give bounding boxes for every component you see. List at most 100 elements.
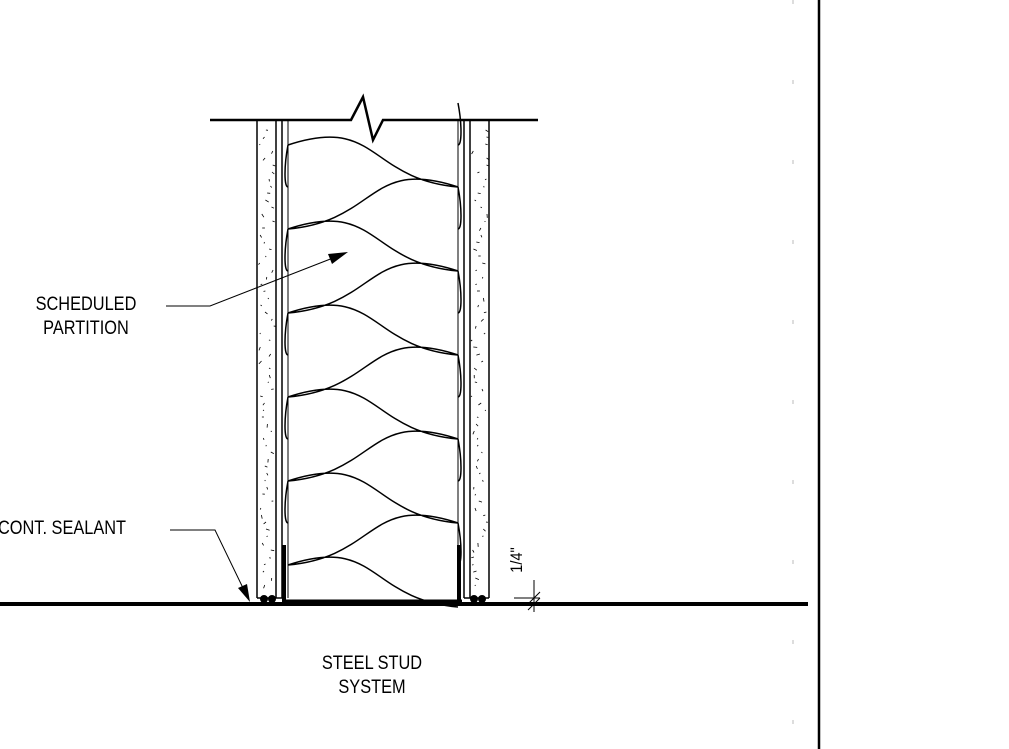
gypsum-speckle (480, 234, 483, 238)
gypsum-speckle (270, 185, 273, 188)
gypsum-speckle (476, 437, 479, 440)
gypsum-speckle (262, 136, 265, 140)
gypsum-speckle (262, 570, 265, 573)
gypsum-speckle (483, 311, 487, 314)
insulation-bulge (457, 438, 462, 482)
gypsum-speckle (260, 283, 263, 286)
gypsum-speckle (261, 542, 264, 546)
gypsum-speckle (475, 423, 479, 427)
gypsum-speckle (486, 164, 489, 167)
gypsum-speckle (482, 262, 486, 265)
gypsum-speckle (470, 339, 473, 342)
insulation-bulge (284, 144, 289, 188)
gypsum-speckle (261, 213, 265, 218)
gypsum-speckle (477, 171, 480, 174)
gypsum-speckle (258, 262, 261, 265)
gap-dimension (514, 580, 541, 612)
gypsum-speckle (478, 500, 483, 503)
insulation-bulge (284, 228, 289, 272)
gypsum-speckle (484, 178, 487, 181)
gypsum-speckle (266, 486, 269, 490)
gypsum-speckle (482, 479, 484, 482)
gypsum-speckle (475, 577, 480, 580)
gypsum-speckle (260, 395, 263, 398)
gypsum-speckle (263, 584, 266, 589)
gypsum-speckle (481, 360, 484, 363)
gypsum-speckle (271, 150, 274, 154)
gypsum-speckle (474, 584, 476, 587)
gypsum-speckle (477, 192, 481, 194)
left-gypsum-board (256, 120, 283, 598)
gypsum-speckle (476, 444, 479, 447)
gypsum-speckle (267, 297, 270, 300)
gypsum-speckle (480, 206, 483, 209)
gypsum-speckle (268, 367, 271, 370)
gypsum-speckle (261, 514, 263, 519)
gypsum-speckle (476, 416, 479, 418)
gypsum-speckle (270, 430, 273, 433)
gypsum-speckle (472, 563, 474, 566)
gypsum-speckle (470, 395, 473, 398)
gypsum-speckle (473, 570, 477, 573)
insulation-bulge (457, 270, 462, 314)
gypsum-speckle (259, 332, 261, 335)
gypsum-speckle (483, 528, 486, 532)
gypsum-speckle (471, 556, 475, 559)
gypsum-speckle (263, 437, 265, 441)
insulation-bulge (284, 480, 289, 524)
gypsum-speckle (475, 465, 478, 470)
gypsum-speckle (475, 283, 477, 286)
steel-label-line2: SYSTEM (338, 677, 406, 698)
gypsum-speckle (264, 311, 268, 315)
gypsum-speckle (476, 241, 480, 243)
gypsum-speckle (270, 549, 275, 552)
gypsum-speckle (259, 507, 262, 510)
cont-sealant-label: CONT. SEALANT (0, 518, 127, 539)
break-line (210, 93, 538, 144)
gypsum-speckle (264, 465, 268, 468)
gypsum-speckle (259, 234, 262, 238)
gypsum-speckle (265, 528, 270, 531)
gypsum-speckle (485, 143, 488, 146)
gypsum-speckle (472, 430, 475, 435)
gypsum-speckle (479, 227, 482, 231)
batt-insulation (284, 102, 462, 608)
steel-stud-track (257, 545, 489, 603)
gypsum-speckle (477, 458, 479, 462)
steel-stud-system-label: STEEL STUD SYSTEM (303, 652, 441, 700)
gypsum-speckle (484, 409, 487, 412)
insulation-bulge (457, 354, 462, 398)
gypsum-speckle (270, 451, 274, 454)
gypsum-speckle (477, 304, 479, 308)
partition-label-line1: SCHEDULED (35, 294, 137, 315)
gypsum-speckle (260, 304, 263, 307)
gypsum-speckle (481, 388, 484, 392)
insulation-bulge (457, 102, 462, 146)
gypsum-speckle (480, 318, 484, 322)
gypsum-speckle (483, 297, 485, 302)
gypsum-speckle (258, 346, 261, 351)
gypsum-speckle (475, 269, 478, 272)
gypsum-speckle (262, 409, 265, 412)
gypsum-speckle (262, 157, 266, 161)
gypsum-speckle (269, 248, 272, 250)
gypsum-speckle (471, 150, 474, 155)
steel-label-line1: STEEL STUD (321, 653, 423, 674)
gypsum-speckle (263, 563, 266, 566)
gypsum-speckle (475, 325, 477, 329)
gypsum-speckle (262, 402, 265, 406)
gypsum-speckle (485, 129, 489, 133)
gypsum-speckle (478, 402, 482, 406)
scheduled-partition-label: SCHEDULED PARTITION (17, 293, 155, 341)
gypsum-speckle (483, 332, 486, 335)
gypsum-speckle (272, 164, 276, 167)
gypsum-speckle (481, 276, 484, 279)
gypsum-speckle (476, 353, 481, 356)
gypsum-speckle (263, 521, 267, 525)
sealant-beads (260, 595, 486, 603)
gypsum-speckle (268, 374, 271, 379)
gypsum-speckle (486, 157, 490, 161)
partition-leader (166, 252, 348, 307)
gypsum-speckle (271, 171, 275, 175)
